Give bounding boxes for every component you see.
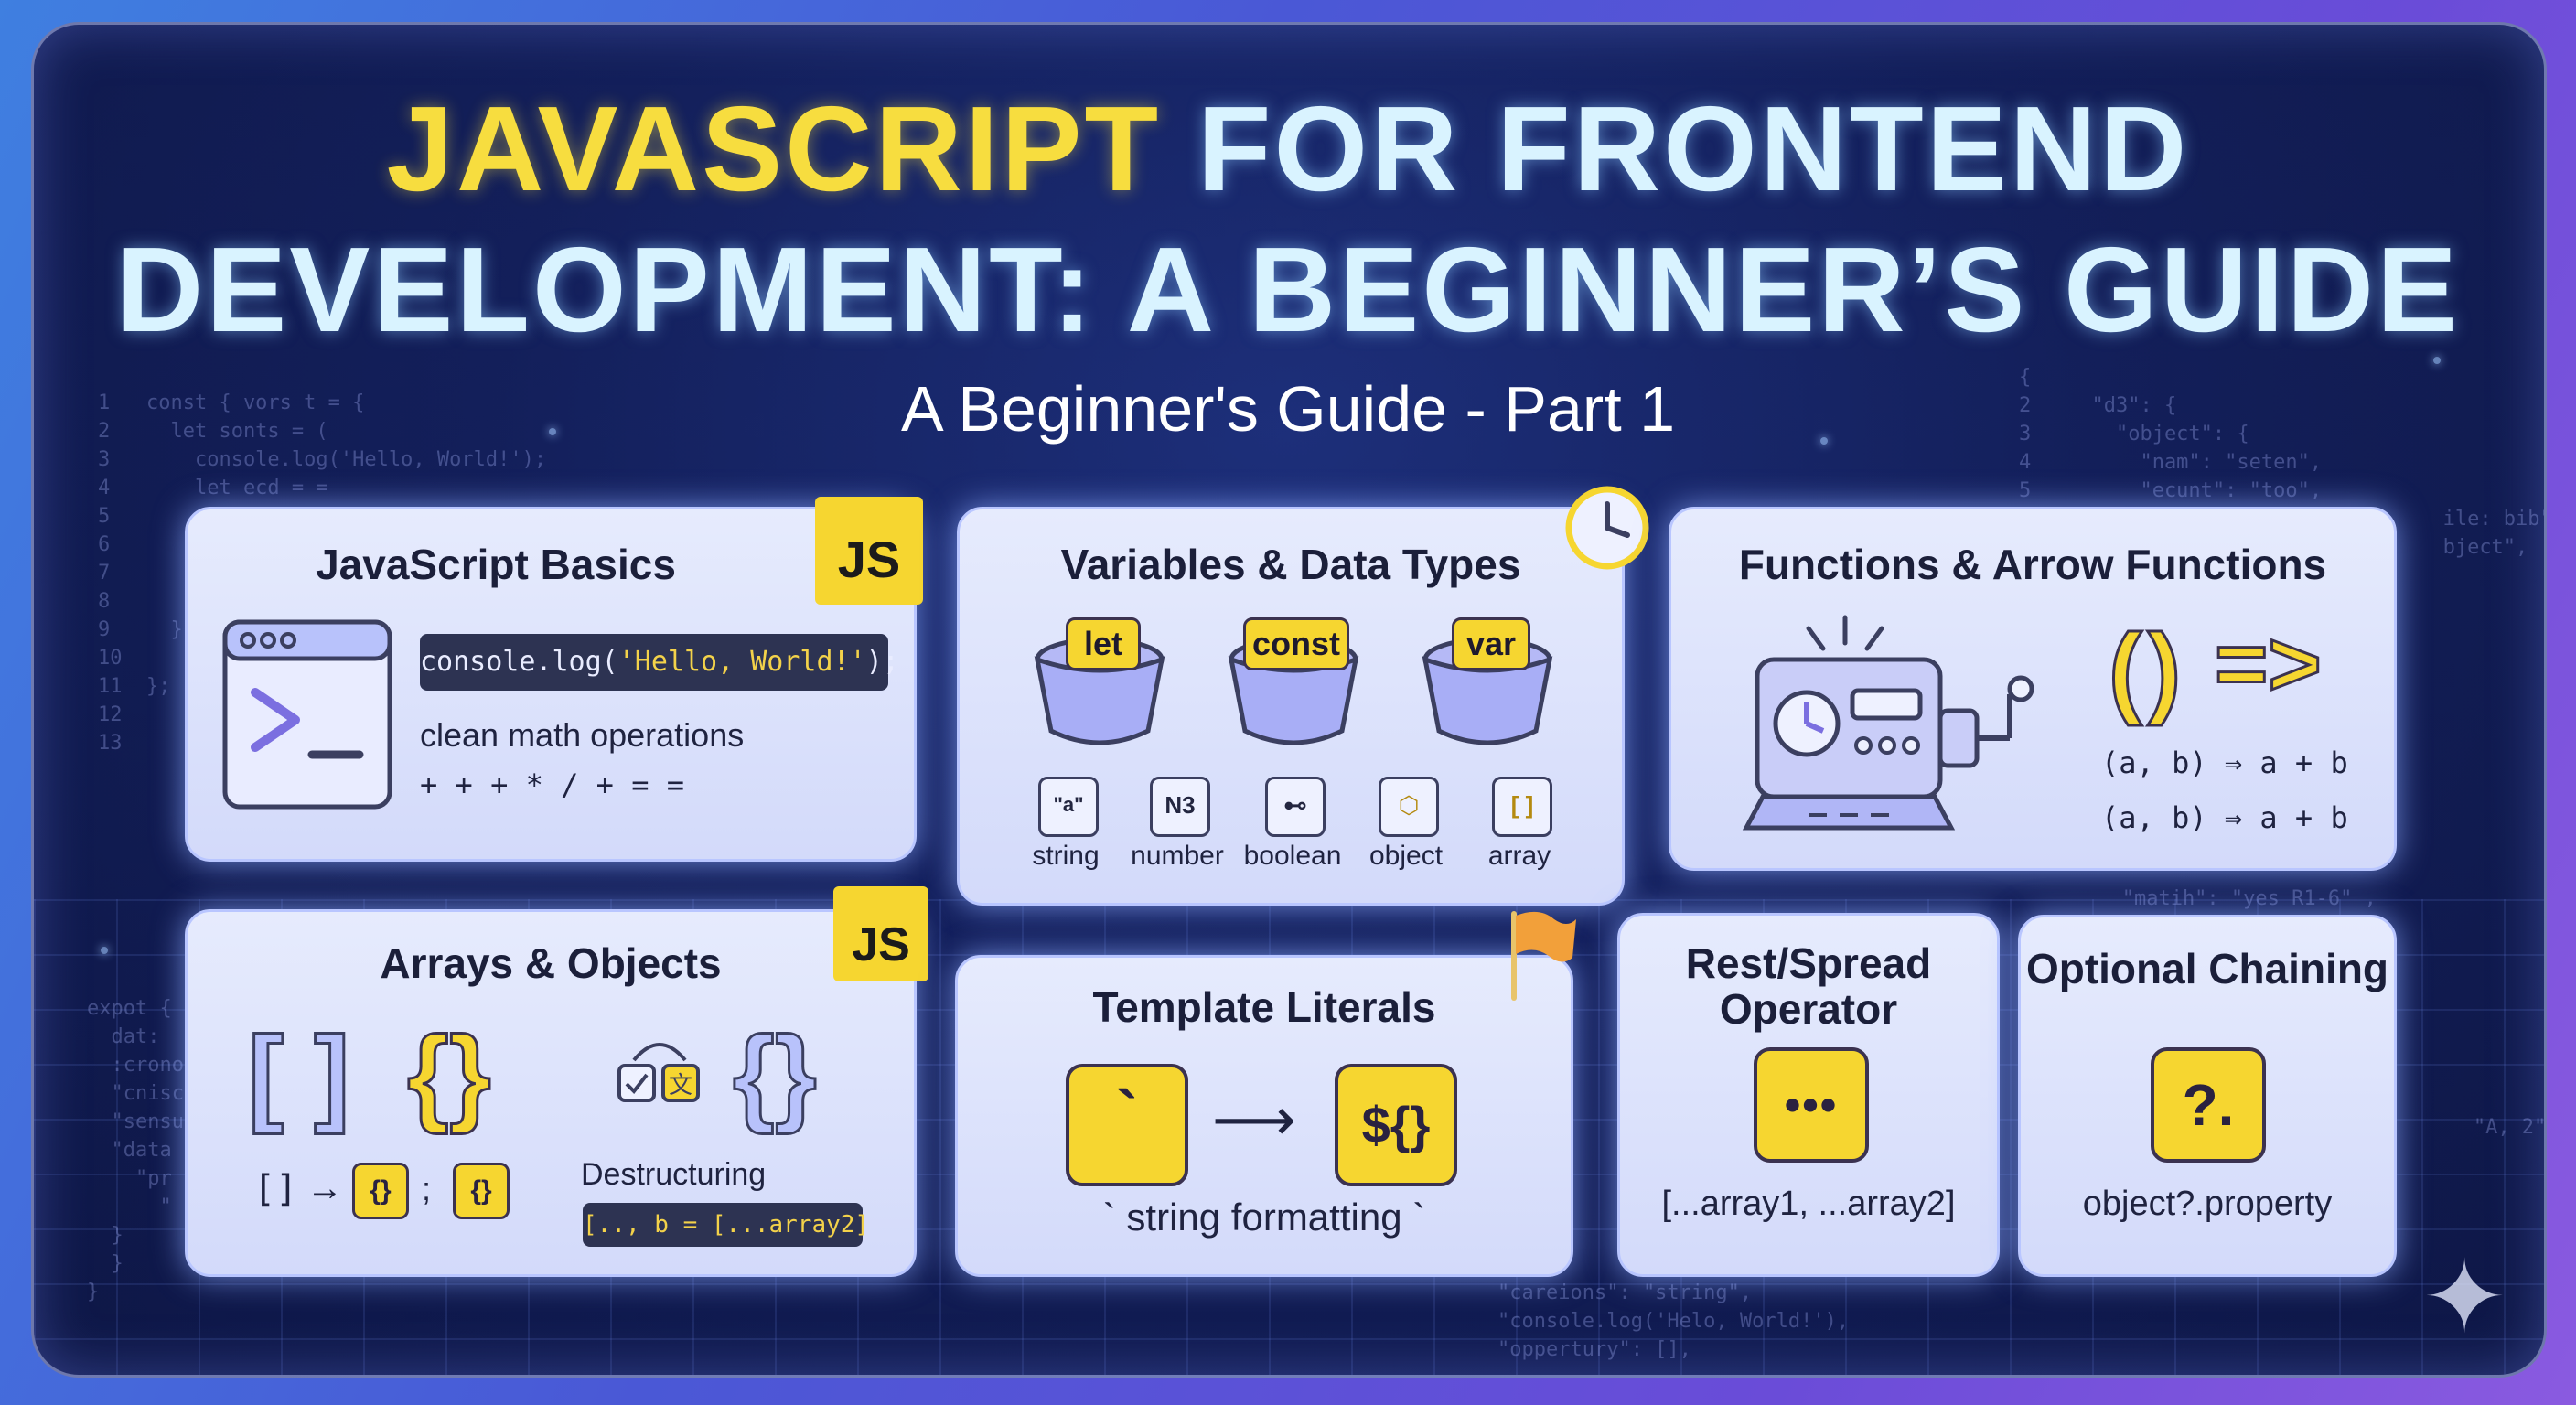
clock-icon: [1565, 486, 1649, 570]
dollar-braces-icon: ${}: [1335, 1064, 1457, 1186]
title-highlight: JAVASCRIPT: [386, 81, 1162, 216]
backtick-icon: `: [1066, 1064, 1188, 1186]
page-title-line2: DEVELOPMENT: A BEGINNER’S GUIDE: [115, 222, 2461, 357]
transform-icon: 文: [617, 1043, 700, 1102]
glow-dot: [101, 947, 108, 954]
card-title-line2: Operator: [1719, 985, 1898, 1033]
title-rest: FOR FRONTEND: [1197, 81, 2190, 216]
card-javascript-basics: JavaScript Basics JS console.log('Hello,…: [185, 497, 923, 862]
type-label-array: array: [1487, 841, 1551, 871]
object-cube-icon: ⬡: [1379, 777, 1439, 837]
var-tag-var: var: [1452, 617, 1530, 670]
optional-caption: object?.property: [2082, 1185, 2333, 1223]
array-brackets-icon: [ ]: [246, 1014, 350, 1137]
card-title-line1: Rest/Spread: [1685, 939, 1932, 987]
card-title: Optional Chaining: [2025, 945, 2389, 992]
boolean-toggle-icon: ⊷: [1265, 777, 1326, 837]
arrow-icon: ⟶: [1212, 1087, 1296, 1153]
type-label-boolean: boolean: [1243, 841, 1342, 871]
object-braces-icon: {}: [406, 1014, 493, 1137]
arrow-fn-line1: (a, b) ⇒ a + b: [2101, 745, 2348, 780]
card-title: Arrays & Objects: [380, 939, 722, 987]
small-arrow-icon: →: [306, 1168, 343, 1208]
glow-dot: [2433, 357, 2441, 364]
terminal-window-icon: [222, 619, 392, 810]
optional-chaining-icon: ?.: [2151, 1047, 2266, 1163]
small-object-icon: {}: [352, 1163, 409, 1219]
var-tag-let: let: [1066, 617, 1141, 670]
card-title: JavaScript Basics: [316, 541, 676, 588]
background-code-bottom-center: { "careions": "string", "console.log('He…: [1497, 1253, 1850, 1361]
destructuring-label: Destructuring: [581, 1157, 767, 1192]
card-template-literals: Template Literals ` ⟶ ${} ` string forma…: [955, 911, 1576, 1277]
background-code-left-top: 1 const { vors t = { 2 let sonts = ( 3 c…: [98, 391, 547, 755]
card-title: Template Literals: [1092, 983, 1436, 1031]
machine-icon: [1742, 615, 2034, 831]
card-rest-spread: Rest/Spread Operator ••• [...array1, ...…: [1617, 913, 2000, 1277]
sparkle-icon: ✦: [2422, 1241, 2507, 1354]
card-title: Functions & Arrow Functions: [1738, 541, 2327, 588]
type-label-string: string: [1032, 841, 1100, 871]
separator: ;: [422, 1170, 432, 1207]
number-icon: N3: [1150, 777, 1210, 837]
basics-line1: clean math operations: [420, 716, 745, 754]
template-caption: ` string formatting `: [1102, 1196, 1426, 1239]
spread-dots-icon: •••: [1754, 1047, 1869, 1163]
arrow-fn-line2: (a, b) ⇒ a + b: [2101, 800, 2348, 835]
card-functions: Functions & Arrow Functions () => (a, b)…: [1669, 507, 2397, 871]
glow-dot: [1820, 437, 1828, 445]
rest-caption: [...array1, ...array2]: [1661, 1185, 1956, 1223]
object-braces-outline-icon: {}: [732, 1014, 819, 1137]
card-variables-data-types: Variables & Data Types let const var "a"…: [957, 486, 1649, 906]
var-tag-const: const: [1243, 617, 1349, 670]
array-brackets-icon: [ ]: [1492, 777, 1552, 837]
js-badge: JS: [815, 497, 923, 605]
arrow-icon: =>: [2214, 612, 2324, 717]
glow-dot: [549, 428, 556, 435]
svg-text:文: 文: [669, 1072, 692, 1099]
background-code-right-lower: "A, 2": [2473, 1116, 2547, 1139]
page-title-line1: JAVASCRIPT FOR FRONTEND: [0, 80, 2576, 218]
card-arrays-objects: Arrays & Objects JS [ ] {} 文 {} [] → {} …: [185, 886, 928, 1277]
card-optional-chaining: Optional Chaining ?. object?.property: [2018, 915, 2397, 1277]
flag-icon: [1511, 911, 1576, 1001]
destructuring-code: [.., b = [...array2]: [583, 1203, 869, 1247]
small-array-icon: []: [253, 1168, 298, 1210]
small-object-icon: {}: [453, 1163, 510, 1219]
background-code-left-bottom: expot { dat: :crono "cnisc "sensu "data …: [87, 997, 184, 1303]
background-code-right-top: { 2 "d3": { 3 "object": { 4 "nam": "sete…: [2019, 366, 2544, 559]
type-label-object: object: [1368, 841, 1444, 871]
background-code-right-mid: "matih": "yes R1-6" ,: [2037, 887, 2377, 910]
parens-icon: (): [2107, 613, 2187, 728]
js-badge: JS: [833, 886, 928, 981]
card-title: Variables & Data Types: [1060, 541, 1521, 588]
page-subtitle: A Beginner's Guide - Part 1: [900, 373, 1676, 445]
string-icon: "a": [1038, 777, 1099, 837]
basics-line2: + + + * / + = =: [420, 767, 684, 802]
type-label-number: number: [1131, 841, 1224, 871]
code-snippet-console-log: console.log('Hello, World!');: [420, 634, 899, 691]
